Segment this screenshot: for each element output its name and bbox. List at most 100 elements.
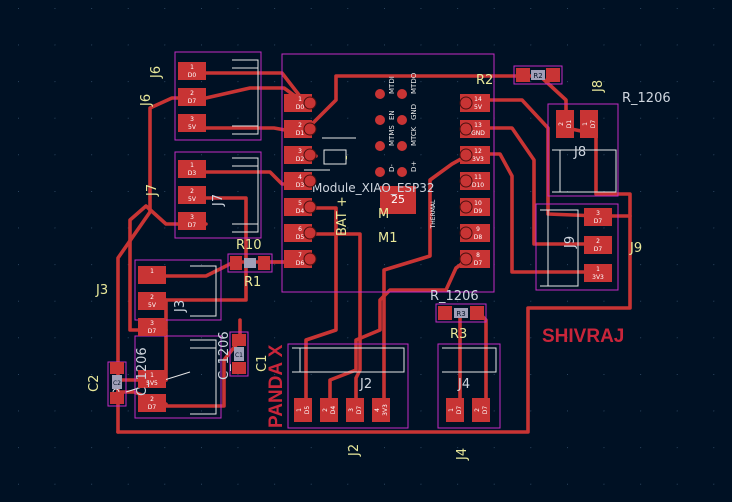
module-pin-number: 10 xyxy=(474,200,482,207)
connector-j9-pin-3-net: D7 xyxy=(594,218,603,225)
module-pin-name: D9 xyxy=(474,208,483,215)
connector-j3-pin-2[interactable]: 25V xyxy=(138,292,166,310)
module-pin-copper xyxy=(284,224,312,242)
module-pin-1[interactable]: 1D0 xyxy=(284,94,317,112)
module-pin-name: 3V3 xyxy=(472,156,484,163)
connector-j2-pin-2-net: D4 xyxy=(330,406,337,415)
module-pin-number: 1 xyxy=(298,96,302,103)
connector-j2-pin-1-net: D5 xyxy=(304,406,311,415)
connector-j7-pin-1-number: 1 xyxy=(190,162,194,169)
connector-j5-pin-2[interactable]: 2D7 xyxy=(138,394,166,412)
module-pin-6[interactable]: 6D5 xyxy=(284,224,317,242)
thermal-pad[interactable] xyxy=(380,186,416,214)
connector-j3-pin-1[interactable]: 1 xyxy=(138,266,166,284)
jtag-pad-label: MTDI xyxy=(388,76,396,94)
module-pin-number: 5 xyxy=(298,200,302,207)
connector-j7-pin-2[interactable]: 25V xyxy=(178,186,206,204)
jtag-pad-mtck[interactable]: MTCK xyxy=(397,126,418,151)
connector-j3-pin-2-copper xyxy=(138,292,166,310)
jtag-pad-copper xyxy=(375,89,385,99)
jtag-pad-gnd[interactable]: GND xyxy=(397,104,418,125)
jtag-pad-label: GND xyxy=(410,104,418,120)
r2-pad-label: R2 xyxy=(533,72,542,80)
via-icon xyxy=(303,148,317,162)
connector-j3-pin-3[interactable]: 3D7 xyxy=(138,318,166,336)
jtag-pad-mtdo[interactable]: MTDO xyxy=(397,72,418,99)
connector-j8-pin-2-net: D1 xyxy=(566,120,573,129)
resistor-r1[interactable]: R10 R1 xyxy=(230,238,270,290)
jtag-pad-copper xyxy=(375,141,385,151)
jtag-pad-copper xyxy=(375,115,385,125)
module-pin-9[interactable]: 9D8 xyxy=(459,224,490,242)
connector-j4-pin-2-copper xyxy=(472,398,490,422)
connector-j6-pin-3[interactable]: 35V xyxy=(178,114,206,132)
module-pin-7[interactable]: 7D6 xyxy=(284,250,317,268)
module-pin-2[interactable]: 2D1 xyxy=(284,120,317,138)
connector-j6[interactable]: 1D0 2D7 35V xyxy=(178,62,206,132)
module-pin-copper xyxy=(284,146,312,164)
connector-j2-pin-1-number: 1 xyxy=(296,408,303,412)
module-pin-5[interactable]: 5D4 xyxy=(284,198,317,216)
j8-ref-silk: J8 xyxy=(573,145,586,160)
module-pin-4[interactable]: 4D3 xyxy=(284,172,317,190)
connector-j6-pin-1[interactable]: 1D0 xyxy=(178,62,206,80)
module-pin-name: D4 xyxy=(296,208,305,215)
module-pin-3[interactable]: 3D2 xyxy=(284,146,317,164)
connector-j9-pin-3[interactable]: 3D7 xyxy=(584,208,612,226)
jtag-pad-d+[interactable]: D+ xyxy=(397,161,418,177)
connector-j3[interactable]: 1 25V 3D7 xyxy=(138,266,166,336)
via-icon xyxy=(303,200,317,214)
j7-ref: J7 xyxy=(145,184,160,197)
connector-j9-pin-2-copper xyxy=(584,236,612,254)
trace-bottom-rail xyxy=(116,132,632,434)
jtag-pad-copper xyxy=(397,141,407,151)
module-pin-number: 8 xyxy=(476,252,480,259)
connector-j7-pin-1-net: D3 xyxy=(188,170,197,177)
capacitor-c1[interactable]: C1 C_1206 C1 xyxy=(217,331,270,380)
connector-j6-pin-2-copper xyxy=(178,88,206,106)
resistor-r3[interactable]: R3 R_1206 R3 xyxy=(430,289,484,342)
connector-j7-pin-1[interactable]: 1D3 xyxy=(178,160,206,178)
jtag-pad-mtdi[interactable]: MTDI xyxy=(375,76,396,99)
module-m1[interactable]: 25 THERMAL Module_XIAO_ESP32 M1 M BAT + … xyxy=(284,72,490,268)
module-pin-number: 3 xyxy=(298,148,302,155)
jtag-pad-d-[interactable]: D- xyxy=(375,164,396,177)
jtag-pad-en[interactable]: EN xyxy=(375,110,396,125)
connector-j9-pin-2[interactable]: 2D7 xyxy=(584,236,612,254)
via-icon xyxy=(303,226,317,240)
connector-j4-pin-2-net: D7 xyxy=(482,406,489,415)
j2-ref: J2 xyxy=(347,444,362,457)
connector-j7-pin-3[interactable]: 3D7 xyxy=(178,212,206,230)
capacitor-c2[interactable]: C2 C_1206 C2 xyxy=(87,347,150,404)
resistor-r2[interactable]: R2 R2 R_1206 xyxy=(476,68,671,106)
jtag-pad-mtms[interactable]: MTMS xyxy=(375,125,396,151)
connector-j5-pin-2-copper xyxy=(138,394,166,412)
connector-j7[interactable]: 1D3 25V 3D7 xyxy=(178,160,206,230)
module-pin-8[interactable]: 8D7 xyxy=(459,250,490,268)
connector-j6-pin-2[interactable]: 2D7 xyxy=(178,88,206,106)
via-icon xyxy=(459,96,473,110)
module-pin-copper xyxy=(284,94,312,112)
